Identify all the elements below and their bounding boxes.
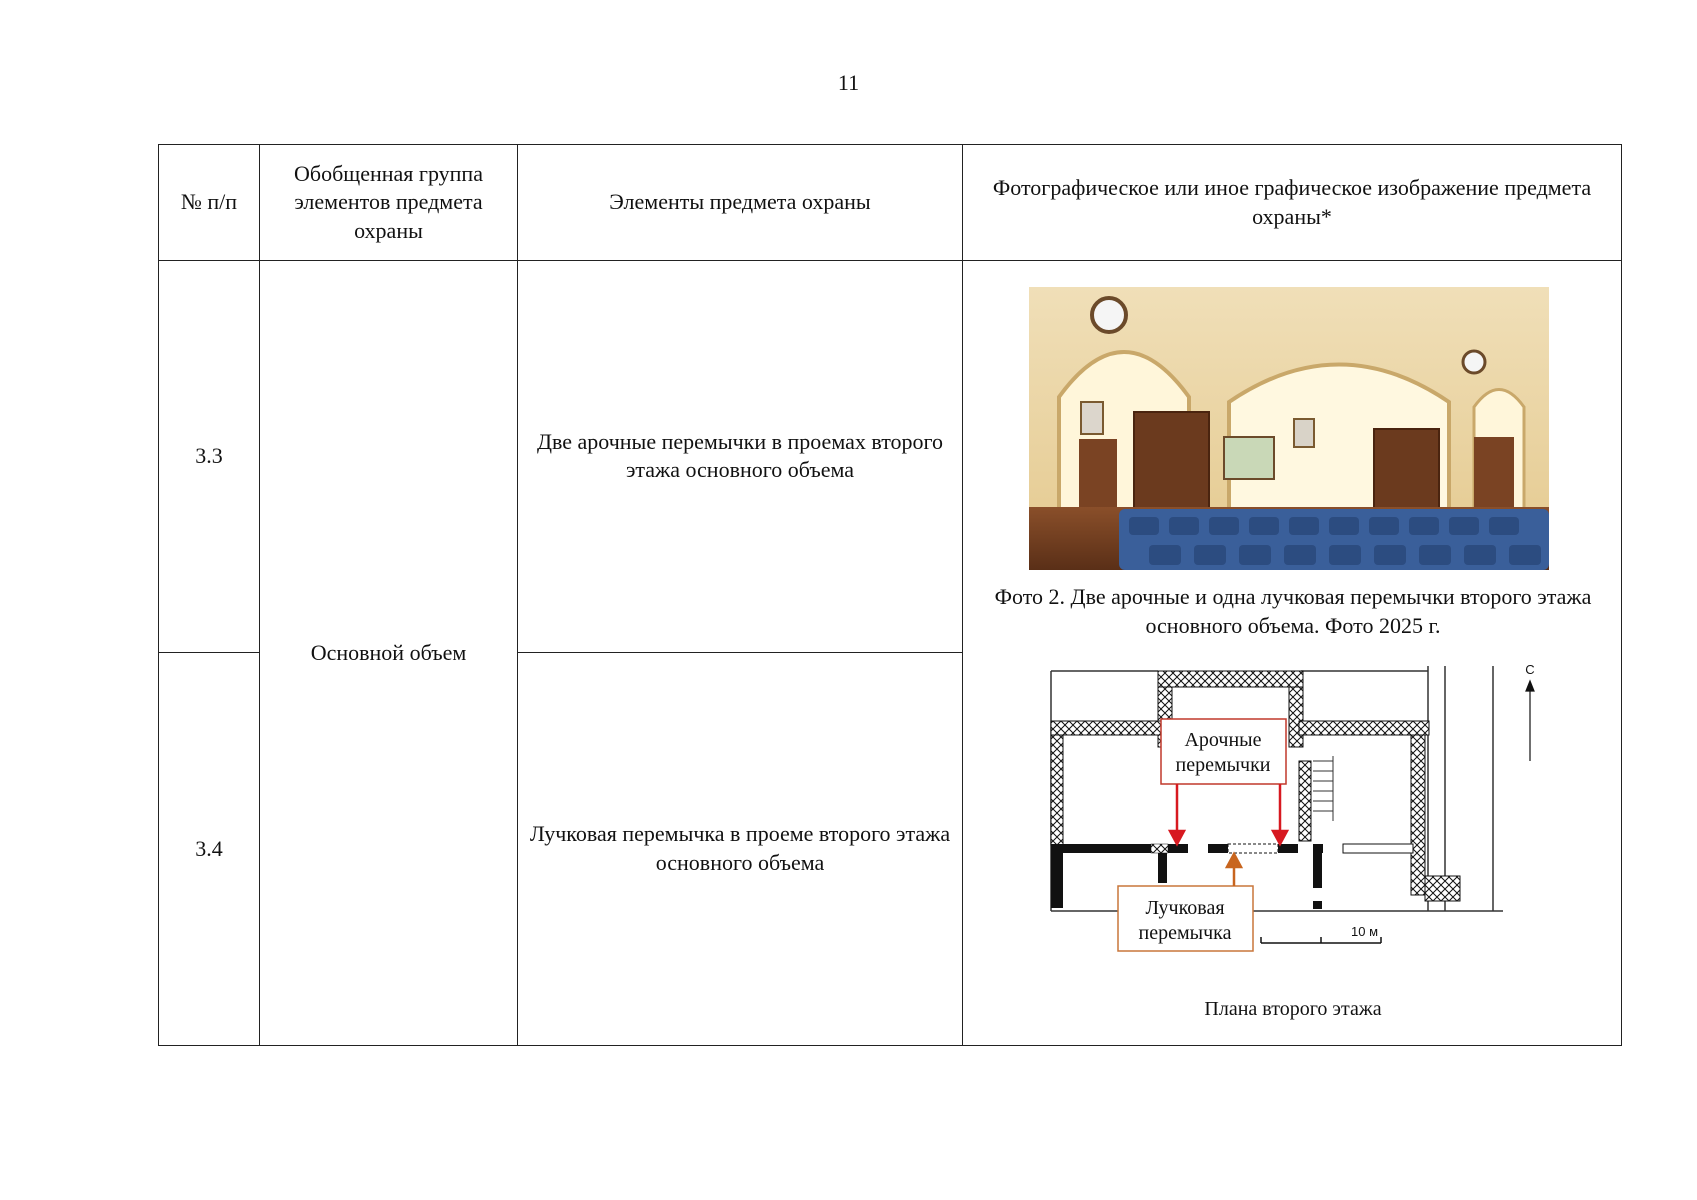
plan-label-arch-2: перемычки: [1175, 754, 1270, 776]
protection-subject-table: № п/п Обобщенная группа элементов предме…: [158, 144, 1622, 1047]
header-elements: Элементы предмета охраны: [517, 144, 963, 261]
header-number: № п/п: [158, 144, 260, 261]
image-block: Фото 2. Две арочные и одна лучковая пере…: [963, 261, 1623, 1045]
table-row: 3.4 Лучковая перемычка в проеме второго …: [158, 651, 1622, 1047]
hall-photo: [1029, 287, 1549, 570]
element-cell: Лучковая перемычка в проеме второго этаж…: [517, 651, 963, 1047]
table-row: 3.3 Основной объем Две арочные перемычки…: [158, 260, 1622, 1046]
plan-caption: Плана второго этажа: [1204, 998, 1382, 1020]
photo-caption: Фото 2. Две арочные и одна лучковая пере…: [994, 584, 1592, 638]
plan-label-bow-1: Лучковая: [1145, 897, 1224, 919]
header-image: Фотографическое или иное графическое изо…: [962, 144, 1622, 261]
page-number: 11: [837, 70, 860, 95]
north-label: С: [1525, 662, 1534, 677]
plan-label-arch-1: Арочные: [1184, 729, 1261, 751]
floor-plan: Арочные перемычки Лучковая перемычка: [1050, 662, 1535, 952]
scale-label: 10 м: [1351, 924, 1378, 939]
header-group: Обобщенная группа элементов предмета охр…: [259, 144, 518, 261]
row-number: 3.3: [158, 260, 260, 653]
image-cell: Фото 2. Две арочные и одна лучковая пере…: [962, 260, 1623, 1046]
row-number: 3.4: [158, 651, 260, 1047]
element-cell: Две арочные перемычки в проемах второго …: [517, 260, 963, 653]
plan-label-bow-2: перемычка: [1139, 922, 1232, 944]
table-header-row: № п/п Обобщенная группа элементов предме…: [158, 144, 1622, 261]
group-cell: Основной объем: [259, 260, 518, 1046]
